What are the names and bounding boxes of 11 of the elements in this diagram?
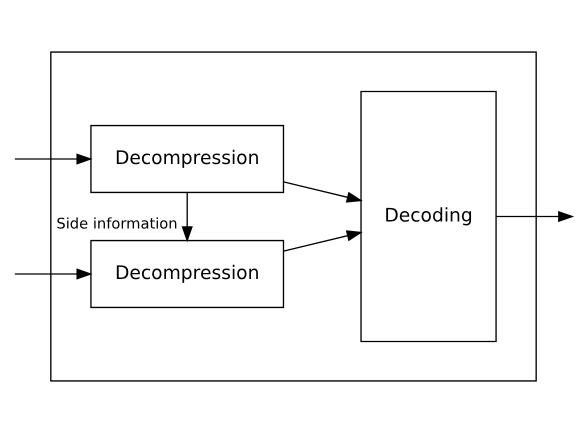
- arrow: [14, 268, 92, 280]
- edge-label: Side information: [56, 215, 178, 232]
- arrow: [496, 210, 574, 222]
- arrow: [182, 192, 193, 242]
- arrow: [283, 230, 363, 252]
- cluster: [50, 50, 537, 382]
- node-box: Decoding: [360, 90, 497, 342]
- arrow: [14, 152, 92, 164]
- node-box: Decompression: [90, 239, 284, 308]
- arrow: [283, 180, 363, 202]
- node-box: Decompression: [90, 124, 284, 193]
